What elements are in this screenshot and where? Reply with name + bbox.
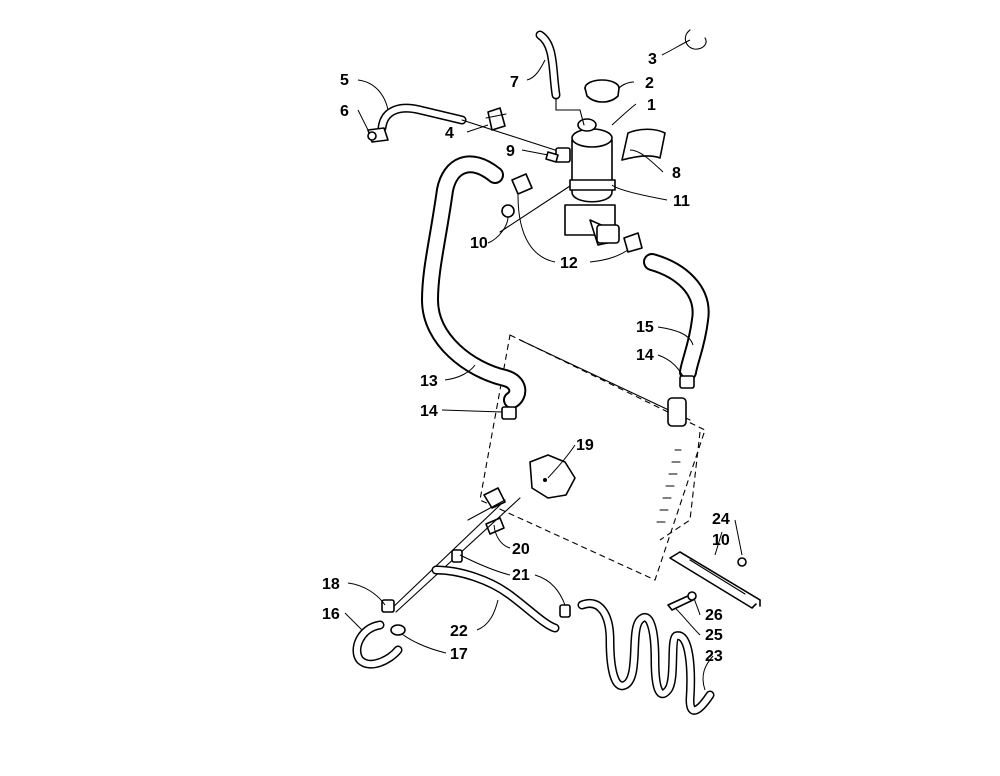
- callout-22: 22: [450, 623, 468, 640]
- callout-13: 13: [420, 373, 438, 390]
- radiator-decal: [529, 454, 576, 499]
- nut-10b: [737, 557, 747, 567]
- overflow-hose: [377, 103, 556, 151]
- screw-9: [545, 151, 559, 163]
- hose-13: [421, 155, 527, 409]
- radiator: [479, 334, 706, 581]
- callout-2: 2: [645, 75, 654, 92]
- vent-tube: [535, 30, 585, 126]
- bolt-25: [667, 591, 697, 611]
- callout-14b: 14: [636, 347, 654, 364]
- callout-10a: 10: [470, 235, 488, 252]
- callout-19: 19: [576, 437, 594, 454]
- clamp-21a: [451, 549, 463, 563]
- tank-bracket: [499, 185, 571, 233]
- hose-15: [643, 253, 710, 381]
- callout-21: 21: [512, 567, 530, 584]
- callout-15: 15: [636, 319, 654, 336]
- clamp-12b: [623, 232, 643, 253]
- clip-ring: [684, 29, 707, 50]
- callout-10b: 10: [712, 532, 730, 549]
- leader-lines: [344, 39, 743, 691]
- callout-3: 3: [648, 51, 657, 68]
- clamp-12a: [511, 173, 533, 195]
- clamp-21b: [559, 604, 571, 618]
- drain-fitting: [467, 487, 506, 535]
- bracket-24: [669, 551, 761, 609]
- callout-11: 11: [673, 193, 690, 210]
- callout-24: 24: [712, 511, 730, 528]
- radiator-cap: [584, 79, 620, 103]
- callout-14a: 14: [420, 403, 438, 420]
- callout-7: 7: [510, 74, 519, 91]
- callout-23: 23: [705, 648, 723, 665]
- decal-label: [621, 128, 666, 161]
- clamp-4: [485, 107, 507, 131]
- coolant-tank: [555, 118, 620, 246]
- callout-6: 6: [340, 103, 349, 120]
- clamp-6: [367, 127, 389, 143]
- clamp-17: [390, 624, 406, 636]
- callout-1: 1: [647, 97, 656, 114]
- callout-16: 16: [322, 606, 340, 623]
- callout-5: 5: [340, 72, 349, 89]
- callout-labels: 1 2 3 4 5 6 7 8 9 10 10 11 12 13 14 14 1…: [322, 51, 730, 665]
- callout-8: 8: [672, 165, 681, 182]
- clamp-14b: [679, 375, 695, 389]
- callout-18: 18: [322, 576, 340, 593]
- callout-25: 25: [705, 627, 723, 644]
- drain-line: [389, 504, 501, 611]
- callout-20: 20: [512, 541, 530, 558]
- clamp-18: [381, 599, 395, 613]
- callout-4: 4: [445, 125, 454, 142]
- callout-26: 26: [705, 607, 723, 624]
- callout-12: 12: [560, 255, 578, 272]
- hose-22: [431, 565, 560, 633]
- callout-17: 17: [450, 646, 468, 663]
- hose-16: [352, 620, 403, 669]
- nut-10: [501, 204, 515, 218]
- callout-9: 9: [506, 143, 515, 160]
- hose-23: [577, 599, 715, 715]
- clamp-14a: [501, 406, 517, 420]
